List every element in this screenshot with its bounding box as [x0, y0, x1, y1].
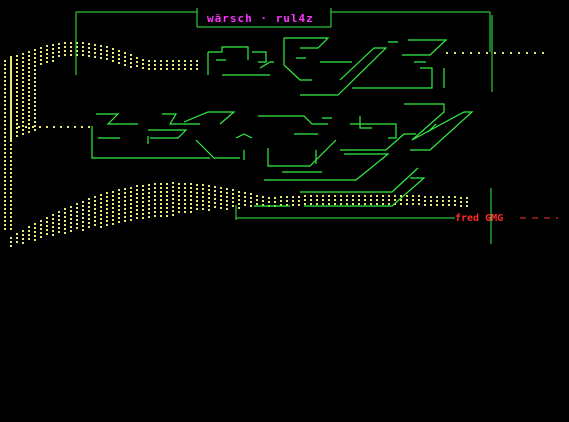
art-title: wärsch · rul4z: [207, 12, 314, 25]
artist-credit: fred GMG: [455, 213, 504, 224]
logo-line-art: [91, 37, 474, 207]
frame-lines: [75, 8, 493, 244]
dotted-swirl-trail: [4, 42, 544, 247]
